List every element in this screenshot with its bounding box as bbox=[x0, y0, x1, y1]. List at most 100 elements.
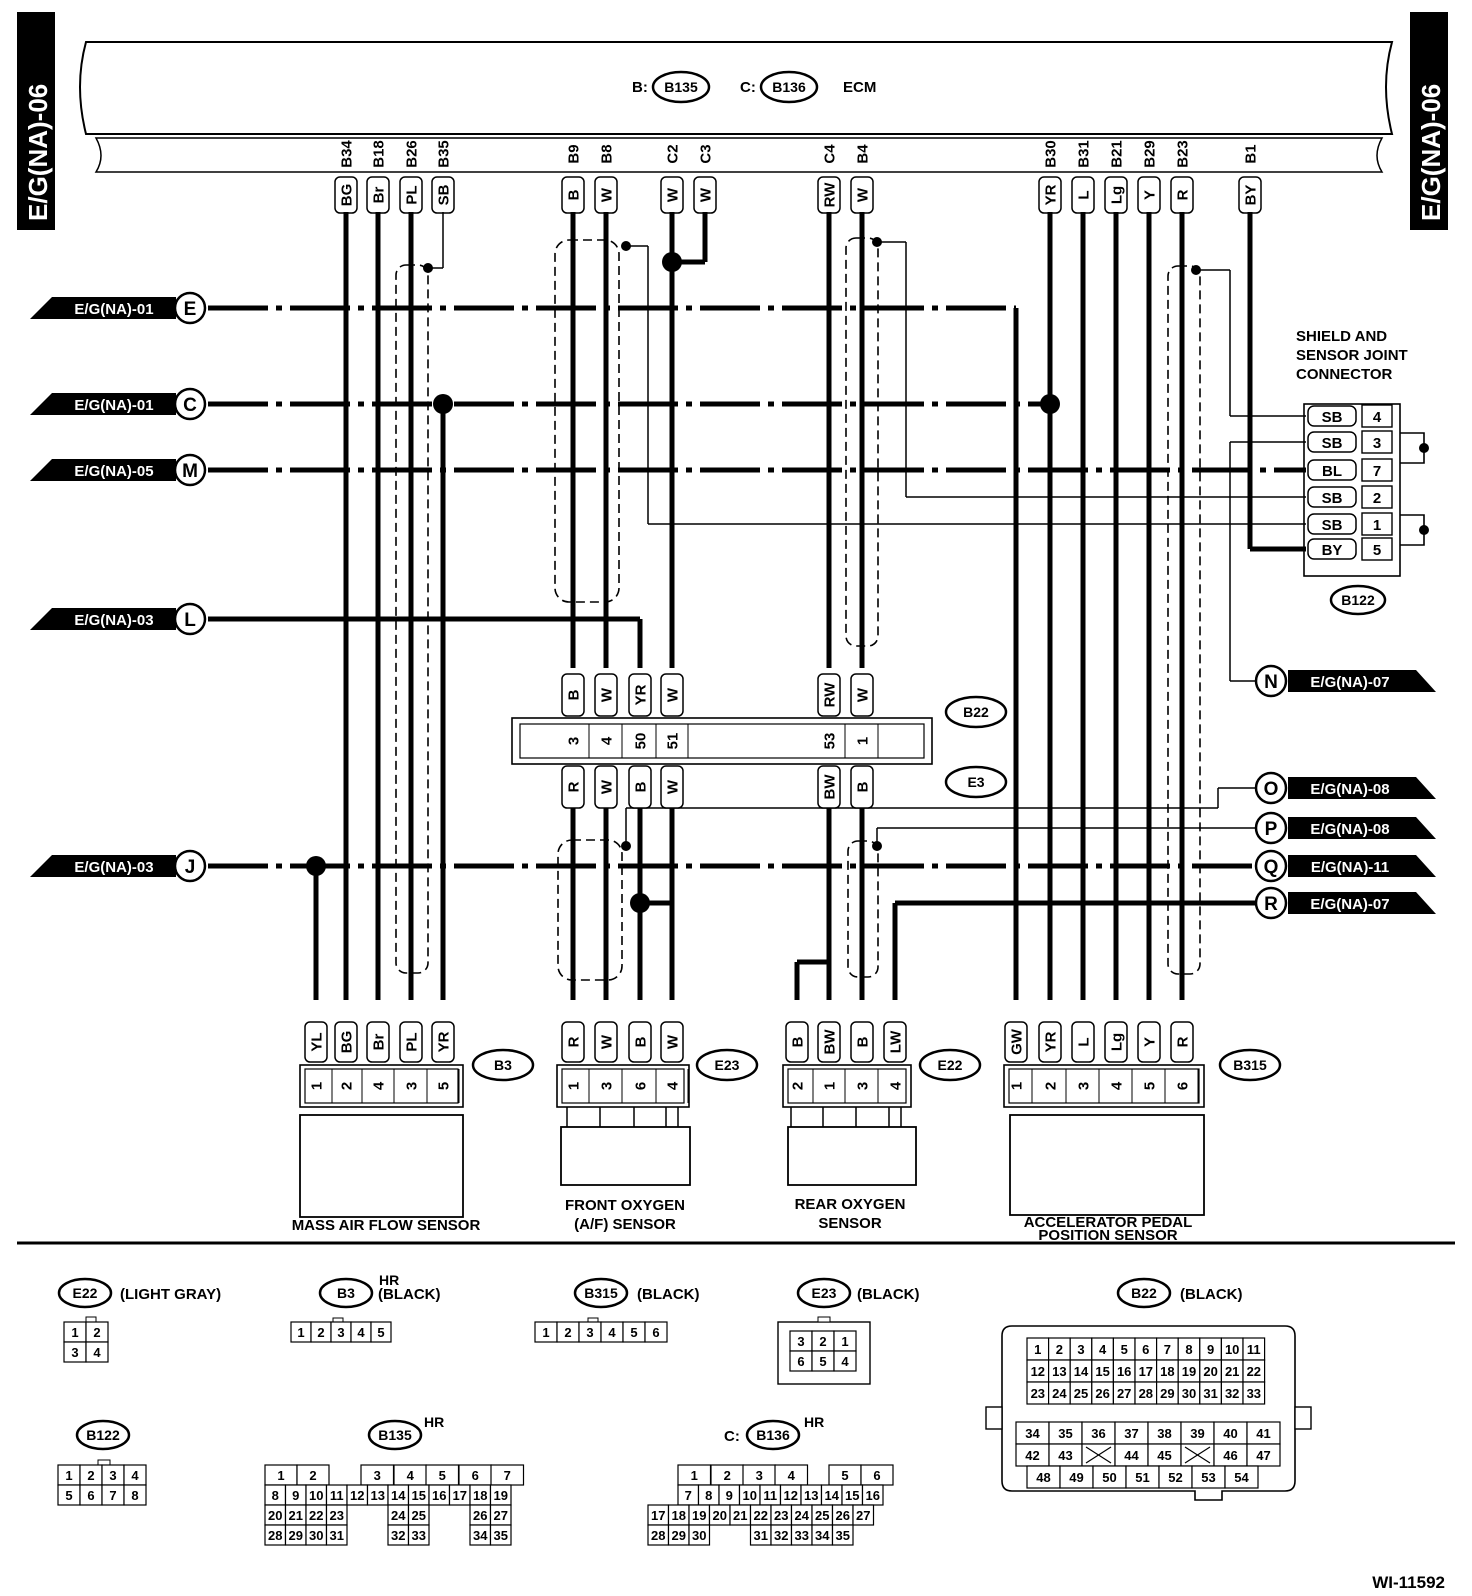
left-reference-sheet: E/G(NA)-01 bbox=[74, 301, 153, 318]
connector-pin-cell: 5 bbox=[630, 1325, 637, 1340]
connector-pin-cell: 2 bbox=[317, 1325, 324, 1340]
side-tag-right[interactable]: E/G(NA)-06 bbox=[1410, 12, 1448, 230]
connector-pin-cell: 33 bbox=[1247, 1386, 1261, 1401]
ecm-pin-wire-color: BG bbox=[334, 176, 358, 214]
sensor-pin-number: 1 bbox=[821, 1082, 838, 1090]
sensor-wire-color: PL bbox=[399, 1021, 423, 1063]
connector-pin-cell: 12 bbox=[350, 1488, 364, 1503]
left-reference-letter: C bbox=[183, 395, 197, 416]
connector-view-id: B315 bbox=[584, 1285, 618, 1301]
sensor-pin-number: 4 bbox=[370, 1081, 387, 1090]
e3-wire-color: B bbox=[628, 765, 652, 809]
connector-pin-cell: 15 bbox=[412, 1488, 426, 1503]
right-reference-letter: R bbox=[1264, 894, 1278, 915]
connector-pin-cell: 21 bbox=[733, 1508, 747, 1523]
connector-pin-cell: 31 bbox=[754, 1528, 768, 1543]
connector-pin-cell: 12 bbox=[1031, 1364, 1045, 1379]
sensor-wire-color: L bbox=[1071, 1021, 1095, 1063]
ecm-pin-number: B30 bbox=[1042, 140, 1059, 168]
ecm-pin-wire-color: PL bbox=[399, 176, 423, 214]
ecm-pin-wire-color-label: B bbox=[565, 189, 582, 200]
shield-joint-wire-color: SB bbox=[1322, 490, 1343, 507]
connector-pin-cell: 23 bbox=[774, 1508, 788, 1523]
sensor-wire-color-label: GW bbox=[1008, 1028, 1025, 1055]
b22-wire-color: RW bbox=[817, 673, 841, 717]
connector-view-hr: HR bbox=[424, 1414, 444, 1430]
connector-pin-cell: 11 bbox=[763, 1488, 777, 1503]
sensor-wire-color: Y bbox=[1137, 1021, 1161, 1063]
sensor-pin-number: 3 bbox=[854, 1082, 871, 1090]
connector-pin-cell: 10 bbox=[743, 1488, 757, 1503]
ecm-pin-wire-color-label: PL bbox=[403, 185, 420, 204]
sensor-wire-color: W bbox=[660, 1021, 684, 1063]
b22-pin-number: 53 bbox=[821, 733, 838, 750]
b22-wire-color: W bbox=[850, 673, 874, 717]
connector-pin-cell: 24 bbox=[391, 1508, 406, 1523]
connector-pin-cell: 18 bbox=[1160, 1364, 1174, 1379]
connector-pin-cell: 18 bbox=[672, 1508, 686, 1523]
ecm-pin-wire-color: RW bbox=[817, 176, 841, 214]
sensor-wire-color: B bbox=[628, 1021, 652, 1063]
sensor-wire-color: Br bbox=[366, 1021, 390, 1063]
ecm-pin-wire-color-label: RW bbox=[821, 182, 838, 208]
sensor-name: FRONT OXYGEN bbox=[565, 1197, 685, 1214]
ecm-pin-number: B21 bbox=[1108, 140, 1125, 168]
connector-pin-cell: 1 bbox=[65, 1468, 72, 1483]
sensor-wire-color-label: Y bbox=[1141, 1037, 1158, 1047]
sensor-wire-color-label: BW bbox=[821, 1029, 838, 1055]
sensor-wire-color-label: Lg bbox=[1108, 1033, 1125, 1051]
b22-pin-number: 51 bbox=[664, 733, 681, 750]
e3-label: E3 bbox=[967, 774, 984, 790]
connector-pin-cell: 24 bbox=[1052, 1386, 1067, 1401]
sensor-pin-number: 3 bbox=[1075, 1082, 1092, 1090]
connector-pin-cell: 48 bbox=[1036, 1470, 1050, 1485]
connector-pin-cell: 13 bbox=[804, 1488, 818, 1503]
ecm-label: ECM bbox=[843, 79, 876, 96]
connector-pin-cell: 32 bbox=[774, 1528, 788, 1543]
connector-pin-cell: 20 bbox=[713, 1508, 727, 1523]
ecm-pin-wire-color: R bbox=[1170, 176, 1194, 214]
connector-pin-cell: 45 bbox=[1157, 1448, 1171, 1463]
ecm-pin-number: B18 bbox=[370, 140, 387, 168]
sensor-wire-color-label: YR bbox=[1042, 1031, 1059, 1052]
e3-wire-color-label: B bbox=[854, 781, 871, 792]
sensor-wire-color: YR bbox=[1038, 1021, 1062, 1063]
connector-pin-cell: 5 bbox=[819, 1354, 826, 1369]
ecm-pin-wire-color: L bbox=[1071, 176, 1095, 214]
connector-pin-cell: 34 bbox=[473, 1528, 488, 1543]
b22-wire-color: W bbox=[660, 673, 684, 717]
connector-pin-cell: 2 bbox=[819, 1334, 826, 1349]
side-tag-left[interactable]: E/G(NA)-06 bbox=[17, 12, 55, 230]
shield-joint-title-3: CONNECTOR bbox=[1296, 366, 1393, 383]
ecm-pin-wire-color: Br bbox=[366, 176, 390, 214]
ecm-pin-wire-color: W bbox=[660, 176, 684, 214]
sensor-wire-color-label: LW bbox=[887, 1030, 904, 1053]
ecm-pin-wire-color-label: BG bbox=[338, 184, 355, 207]
connector-view-id: E23 bbox=[812, 1285, 837, 1301]
shield-joint-wire-color: BL bbox=[1322, 463, 1342, 480]
connector-pin-cell: 5 bbox=[1121, 1342, 1128, 1357]
connector-pin-cell: 30 bbox=[692, 1528, 706, 1543]
connector-pin-cell: 29 bbox=[1160, 1386, 1174, 1401]
